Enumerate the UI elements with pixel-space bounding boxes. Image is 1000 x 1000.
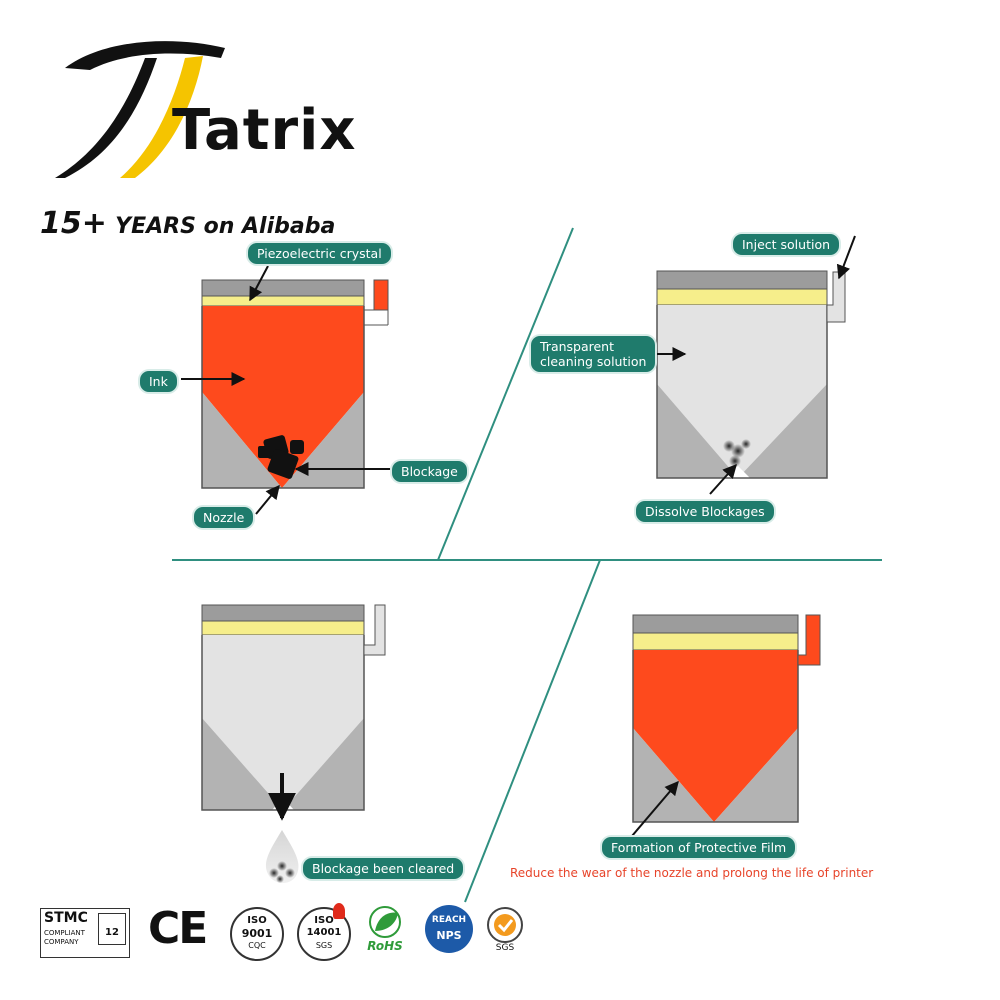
years-text: YEARS on Alibaba (115, 214, 336, 239)
cleaning-solution-label: Transparent cleaning solution (531, 336, 656, 372)
ink-label: Ink (140, 371, 177, 392)
iso-9001-number: 9001 (241, 927, 273, 940)
panel-4-print-head (631, 614, 821, 837)
leaf-icon (369, 906, 401, 938)
sgs-name: SGS (495, 943, 515, 953)
rohs-certification-logo: RoHS (360, 905, 410, 957)
iso-9001-certification-logo: ISO 9001 CQC (230, 907, 284, 961)
iso-14001-number: 14001 (306, 927, 342, 938)
panel-1-print-head (181, 265, 390, 515)
inject-solution-label: Inject solution (733, 234, 840, 255)
iso-9001-sub: CQC (248, 941, 266, 950)
years-number: 15+ (40, 206, 107, 241)
reach-certification-logo: REACH NPS (425, 905, 473, 953)
flame-icon (333, 903, 345, 919)
ce-mark: CE (148, 903, 208, 954)
nozzle-label: Nozzle (194, 507, 254, 528)
reach-name: REACH (431, 915, 467, 925)
panel-2-print-head (651, 235, 856, 495)
protective-film-label: Formation of Protective Film (602, 837, 796, 858)
blockage-clumps (258, 435, 304, 479)
check-seal-icon (487, 907, 523, 943)
iso-14001-name: ISO (314, 915, 334, 926)
stmc-certification-logo: STMC COMPLIANT COMPANY 12 (40, 908, 130, 958)
iso-14001-certification-logo: ISO 14001 SGS (297, 903, 351, 961)
iso-9001-name: ISO (247, 915, 267, 926)
years-badge: 15+ YEARS on Alibaba (40, 206, 335, 241)
protective-film-note: Reduce the wear of the nozzle and prolon… (510, 866, 874, 880)
cleaning-solution-label-line-2: cleaning solution (540, 354, 647, 369)
reach-sub: NPS (436, 929, 462, 942)
tatrix-logo-icon (55, 41, 225, 178)
stmc-line-3: COMPANY (44, 938, 79, 946)
lower-diagonal-divider (464, 559, 601, 903)
stmc-badge: 12 (98, 913, 126, 945)
panel-3-print-head (201, 604, 386, 883)
upper-diagonal-divider (437, 227, 574, 561)
rohs-name: RoHS (367, 939, 403, 953)
brand-name: Tatrix (172, 98, 357, 163)
stmc-name: STMC (44, 910, 88, 926)
sgs-certification-logo: SGS (480, 905, 530, 955)
blockage-cleared-label: Blockage been cleared (303, 858, 464, 879)
dissolve-blockages-label: Dissolve Blockages (636, 501, 774, 522)
piezoelectric-crystal-label: Piezoelectric crystal (248, 243, 391, 264)
stmc-line-2: COMPLIANT (44, 929, 85, 937)
blockage-label: Blockage (392, 461, 467, 482)
cleaning-solution-label-line-1: Transparent (540, 339, 615, 354)
iso-14001-sub: SGS (315, 941, 333, 950)
